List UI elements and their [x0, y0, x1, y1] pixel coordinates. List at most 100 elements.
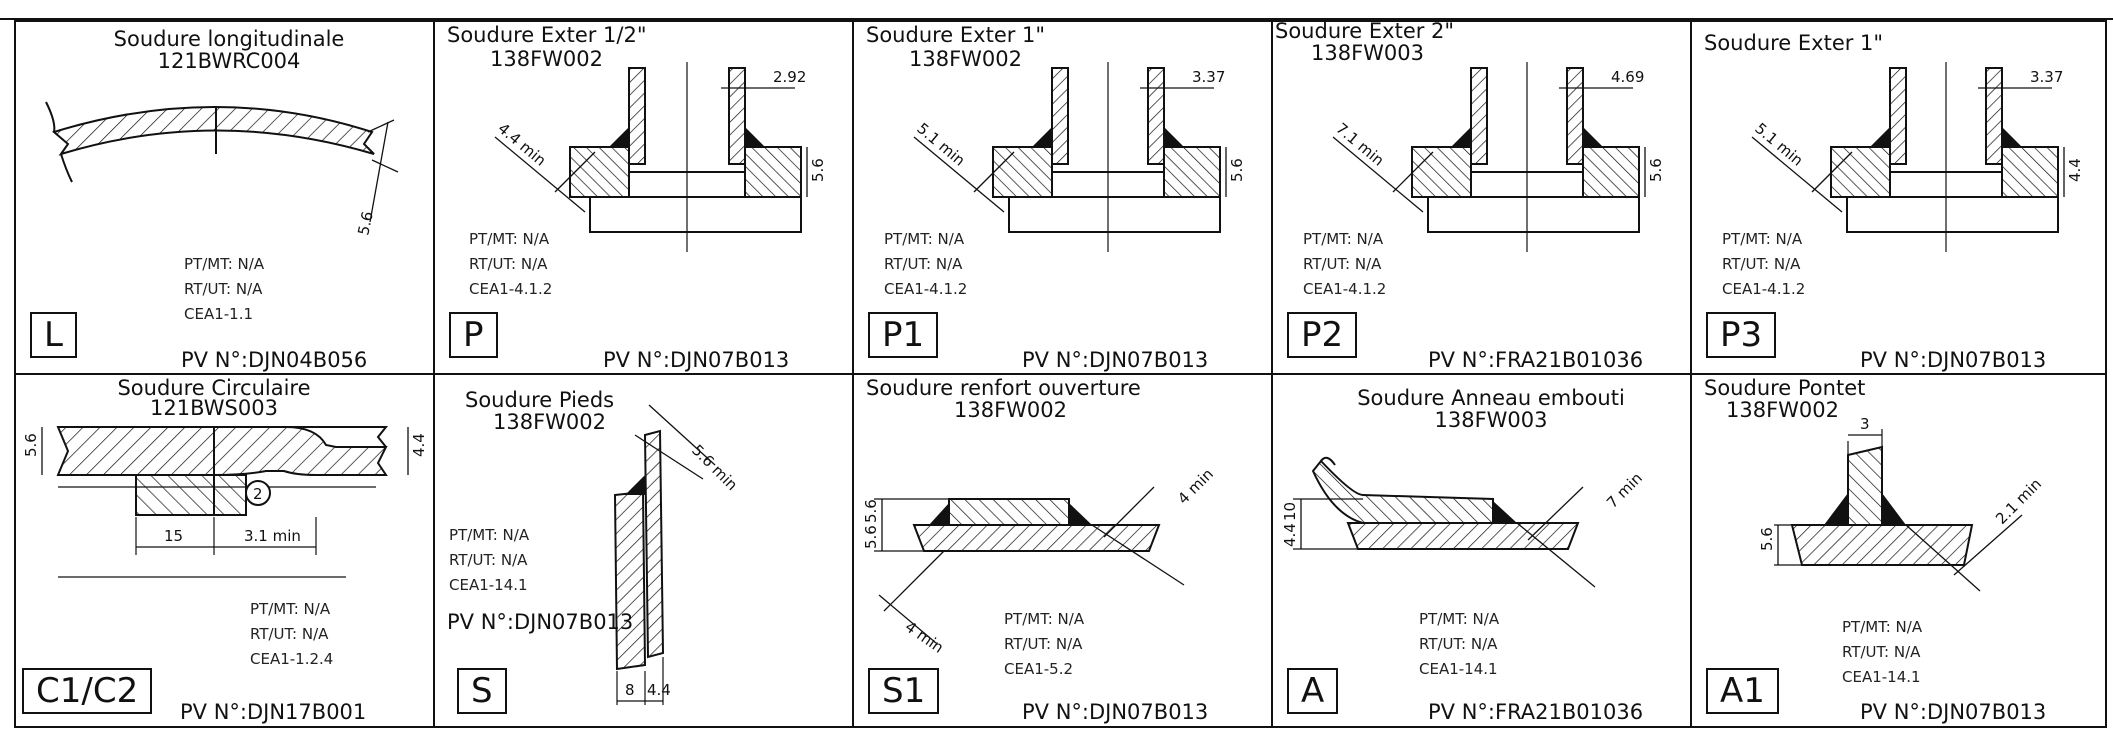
weld-code-box: P3 [1706, 312, 1777, 358]
pv-number: PV N°:DJN07B013 [603, 348, 790, 372]
inspection-rtut: RT/UT: N/A [1722, 255, 1801, 273]
dim-wall-thickness: 3.37 [1192, 68, 1225, 86]
drawing-reinforcement-weld: 5.6 5.6 4 min 4 min [862, 465, 1217, 657]
dim-bridge-width: 3 [1860, 415, 1870, 433]
weld-code-box: S1 [868, 668, 940, 714]
cell-title-line2: 138FW002 [954, 398, 1068, 422]
weld-code-box: P [449, 312, 498, 358]
dim-plate-thickness: 5.6 [809, 158, 827, 182]
inspection-block: PT/MT: N/A RT/UT: N/A CEA1-4.1.2 [469, 227, 552, 302]
inspection-ptmt: PT/MT: N/A [449, 526, 530, 544]
dim-fillet-min: 7 min [1603, 469, 1646, 512]
dim-shell-thickness: 5.6 [22, 433, 40, 457]
cell-title-line1: Soudure Exter 2" [1275, 22, 1455, 43]
cell-title-line2: 138FW003 [1434, 408, 1548, 432]
cell-title-line1: Soudure Exter 1/2" [447, 23, 647, 47]
inspection-block: PT/MT: N/A RT/UT: N/A CEA1-14.1 [449, 523, 529, 598]
cell-weld-C1C2: Soudure Circulaire 121BWS003 [16, 375, 435, 726]
inspection-cea: CEA1-1.1 [184, 305, 254, 323]
balloon-number: 2 [253, 485, 263, 503]
dim-wall-thickness: 4.69 [1611, 68, 1644, 86]
inspection-rtut: RT/UT: N/A [184, 280, 263, 298]
cell-weld-P1: Soudure Exter 1" 138FW002 [854, 22, 1273, 375]
drawing-circular-weld: 2 5.6 4.4 15 3.1 min [22, 426, 428, 578]
cell-weld-P2: Soudure Exter 2" 138FW003 [1273, 22, 1692, 375]
drawing-nozzle-weld-1-inch-alt: 5.1 min 3.37 4.4 [1751, 62, 2084, 252]
dim-plate-thickness: 5.6 [1647, 158, 1665, 182]
dim-plate-thickness: 4.4 [1281, 523, 1299, 547]
cell-title-line2: 138FW003 [1311, 41, 1425, 65]
cell-title-line2: 138FW002 [909, 47, 1023, 71]
cell-weld-L: Soudure longitudinale 121BWRC004 5.6 PT/… [16, 22, 435, 375]
pv-number: PV N°:FRA21B01036 [1428, 348, 1644, 372]
cell-title-line1: Soudure Pontet [1704, 376, 1866, 400]
inspection-cea: CEA1-14.1 [1419, 660, 1498, 678]
inspection-ptmt: PT/MT: N/A [1303, 230, 1384, 248]
weld-code-box: P1 [868, 312, 939, 358]
dim-right-plate: 4.4 [647, 681, 671, 699]
cell-title-line1: Soudure longitudinale [113, 27, 345, 51]
dim-plate-thickness: 5.6 [862, 525, 880, 549]
dim-fillet-min: 5.1 min [913, 119, 968, 169]
inspection-cea: CEA1-1.2.4 [250, 650, 334, 668]
inspection-rtut: RT/UT: N/A [1004, 635, 1083, 653]
cell-title-line2: 121BWS003 [150, 396, 278, 420]
inspection-rtut: RT/UT: N/A [449, 551, 528, 569]
dim-fillet-min: 7.1 min [1332, 119, 1387, 169]
cell-title-line2: 138FW002 [490, 47, 604, 71]
cell-title-line1: Soudure renfort ouverture [866, 376, 1141, 400]
inspection-block: PT/MT: N/A RT/UT: N/A CEA1-4.1.2 [1303, 227, 1386, 302]
cell-weld-A: Soudure Anneau embouti 138FW003 [1273, 375, 1692, 726]
dim-outer-fillet-min: 4 min [1174, 465, 1217, 508]
drawing-longitudinal-weld: 5.6 [45, 101, 399, 237]
inspection-cea: CEA1-5.2 [1004, 660, 1074, 678]
dim-fillet-min: 5.6 min [688, 441, 741, 494]
drawing-nozzle-weld-2-inch: 7.1 min 4.69 5.6 [1332, 62, 1665, 252]
inspection-cea: CEA1-4.1.2 [469, 280, 553, 298]
inspection-ptmt: PT/MT: N/A [1722, 230, 1803, 248]
weld-code-box: P2 [1287, 312, 1358, 358]
dim-weld-min: 3.1 min [244, 527, 301, 545]
inspection-ptmt: PT/MT: N/A [1419, 610, 1500, 628]
pv-number: PV N°:DJN04B056 [181, 348, 368, 372]
pv-number: PV N°:FRA21B01036 [1428, 700, 1644, 724]
cell-weld-P: Soudure Exter 1/2" 138FW002 [435, 22, 854, 375]
inspection-cea: CEA1-4.1.2 [884, 280, 968, 298]
inspection-cea: CEA1-14.1 [449, 576, 528, 594]
pv-number: PV N°:DJN07B013 [1022, 700, 1209, 724]
drawing-bridge-weld: 3 5.6 2.1 min [1758, 415, 2045, 592]
inspection-rtut: RT/UT: N/A [884, 255, 963, 273]
cell-weld-A1: Soudure Pontet 138FW002 3 [1692, 375, 2105, 726]
weld-code-box: L [30, 312, 77, 358]
pv-number: PV N°:DJN07B013 [1860, 700, 2047, 724]
dim-inner-fillet-min: 4 min [902, 618, 947, 657]
weld-code-box: C1/C2 [22, 668, 153, 714]
inspection-rtut: RT/UT: N/A [250, 625, 329, 643]
weld-detail-grid: Soudure longitudinale 121BWRC004 5.6 PT/… [14, 20, 2107, 728]
dim-transition-thickness: 4.4 [410, 433, 428, 457]
cell-weld-P3: Soudure Exter 1" [1692, 22, 2105, 375]
inspection-rtut: RT/UT: N/A [469, 255, 548, 273]
inspection-rtut: RT/UT: N/A [1842, 643, 1921, 661]
inspection-block: PT/MT: N/A RT/UT: N/A CEA1-1.1 [184, 252, 264, 327]
dim-thickness: 5.6 [354, 210, 377, 237]
cell-title-line2: 138FW002 [1726, 398, 1840, 422]
inspection-cea: CEA1-4.1.2 [1303, 280, 1387, 298]
dim-fillet-min: 4.4 min [494, 119, 549, 169]
cell-title-line1: Soudure Exter 1" [1704, 31, 1884, 55]
inspection-ptmt: PT/MT: N/A [184, 255, 265, 273]
dim-reinforcement-thickness: 5.6 [862, 499, 880, 523]
inspection-block: PT/MT: N/A RT/UT: N/A CEA1-4.1.2 [1722, 227, 1805, 302]
drawing-nozzle-weld-half-inch: 4.4 min 2.92 5.6 [494, 62, 827, 252]
weld-code-box: S [457, 668, 507, 714]
inspection-block: PT/MT: N/A RT/UT: N/A CEA1-4.1.2 [884, 227, 967, 302]
pv-number: PV N°:DJN07B013 [1022, 348, 1209, 372]
dim-wall-thickness: 3.37 [2030, 68, 2063, 86]
dim-plate-thickness: 5.6 [1228, 158, 1246, 182]
drawing-foot-weld: 5.6 min 8 4.4 [613, 404, 741, 705]
pv-number: PV N°:DJN17B001 [180, 700, 367, 724]
cell-title-line1: Soudure Circulaire [117, 376, 311, 400]
pv-number: PV N°:DJN07B013 [447, 610, 634, 634]
inspection-ptmt: PT/MT: N/A [884, 230, 965, 248]
